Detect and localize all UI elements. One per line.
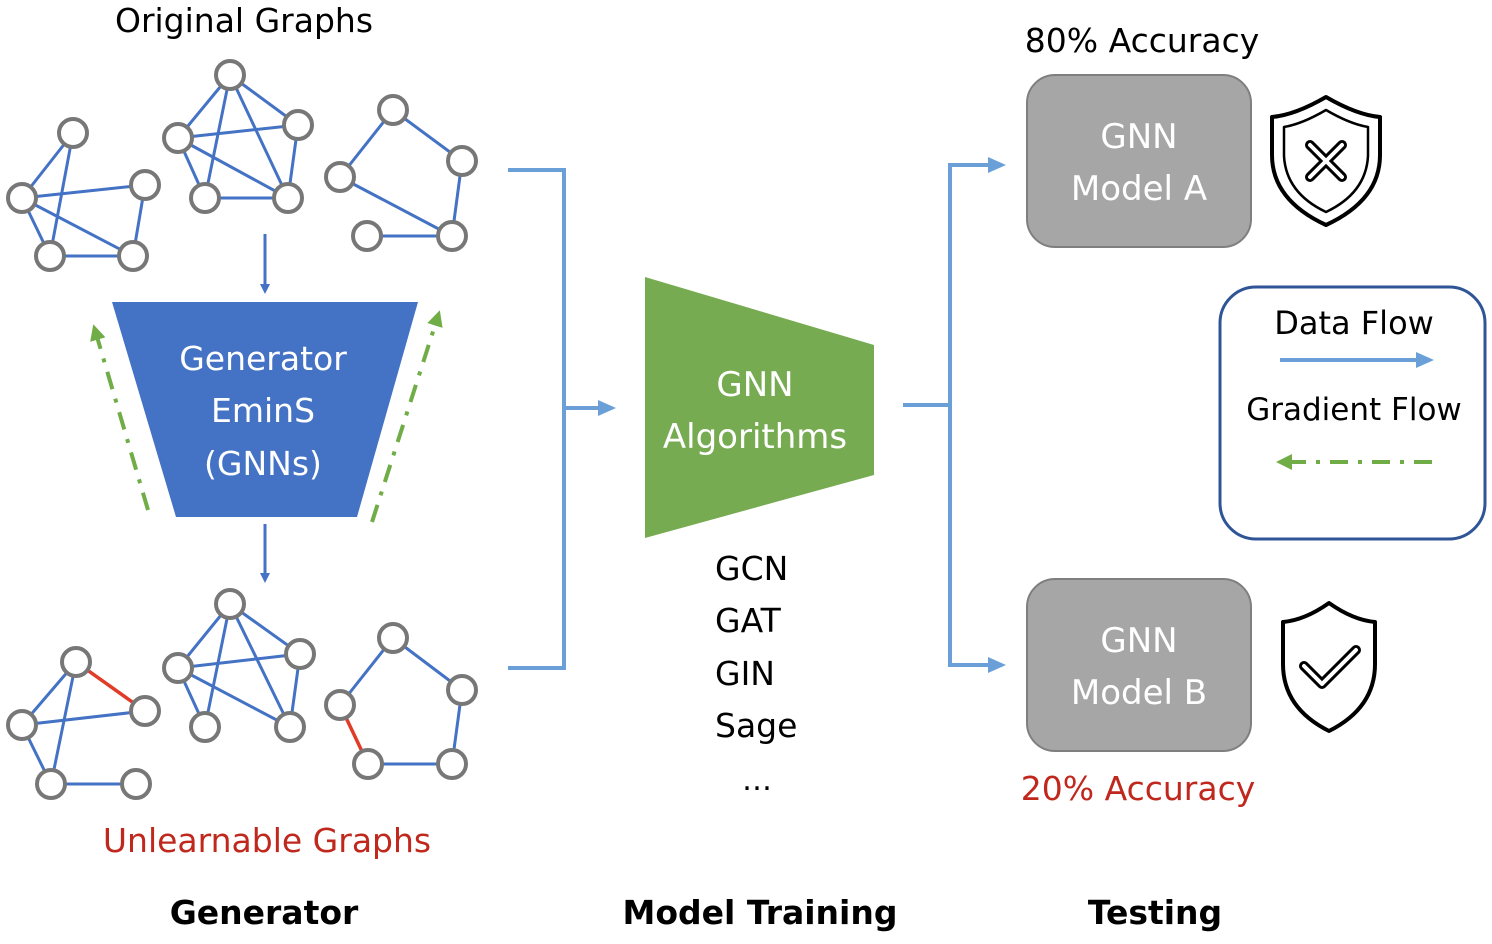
original-graphs	[6, 59, 478, 272]
original-graph-3	[324, 94, 478, 252]
legend-gradient-flow-label: Gradient Flow	[1246, 392, 1462, 428]
section-generator-title: Generator	[170, 893, 359, 932]
original-graphs-title: Original Graphs	[115, 1, 373, 40]
algorithm-item: GCN	[715, 549, 788, 588]
section-testing-title: Testing	[1088, 893, 1222, 932]
legend-box	[1218, 285, 1487, 541]
generator-label-2: EminS	[211, 391, 315, 430]
model-b-label-1: GNN	[1100, 621, 1177, 661]
model-b-label-2: Model B	[1071, 673, 1207, 713]
unlearnable-graph-2	[162, 588, 316, 743]
data-flow-bracket-left	[508, 168, 566, 670]
algorithm-item: …	[742, 763, 772, 798]
gnn-algorithms-trapezoid	[645, 277, 874, 538]
shield-x-icon	[1270, 95, 1382, 227]
legend-data-flow-label: Data Flow	[1274, 304, 1434, 342]
unlearnable-graphs	[6, 588, 478, 800]
generator-label-1: Generator	[179, 339, 347, 378]
original-graph-1	[6, 117, 161, 272]
gnn-algorithms-label-2: Algorithms	[663, 417, 847, 457]
unlearnable-graphs-title: Unlearnable Graphs	[103, 821, 431, 860]
accuracy-a-label: 80% Accuracy	[1025, 21, 1260, 60]
model-a-label-1: GNN	[1100, 117, 1177, 157]
gradient-arrow-left	[90, 324, 150, 511]
unlearnable-graph-3	[324, 622, 478, 780]
shield-check-icon	[1281, 601, 1377, 733]
algorithm-item: GIN	[715, 654, 775, 693]
model-a-label-2: Model A	[1071, 169, 1207, 209]
original-graph-2	[162, 59, 314, 214]
model-b-box	[1026, 578, 1252, 752]
algorithm-item: GAT	[715, 601, 782, 640]
generator-trapezoid	[112, 302, 418, 517]
unlearnable-graph-1	[6, 646, 161, 800]
algorithm-item: Sage	[715, 706, 797, 745]
section-model-training-title: Model Training	[623, 893, 898, 932]
gnn-algorithms-label-1: GNN	[716, 365, 793, 405]
gradient-arrow-right	[370, 310, 443, 523]
generator-label-3: (GNNs)	[204, 444, 322, 483]
model-a-box	[1026, 74, 1252, 248]
accuracy-b-label: 20% Accuracy	[1021, 769, 1256, 808]
